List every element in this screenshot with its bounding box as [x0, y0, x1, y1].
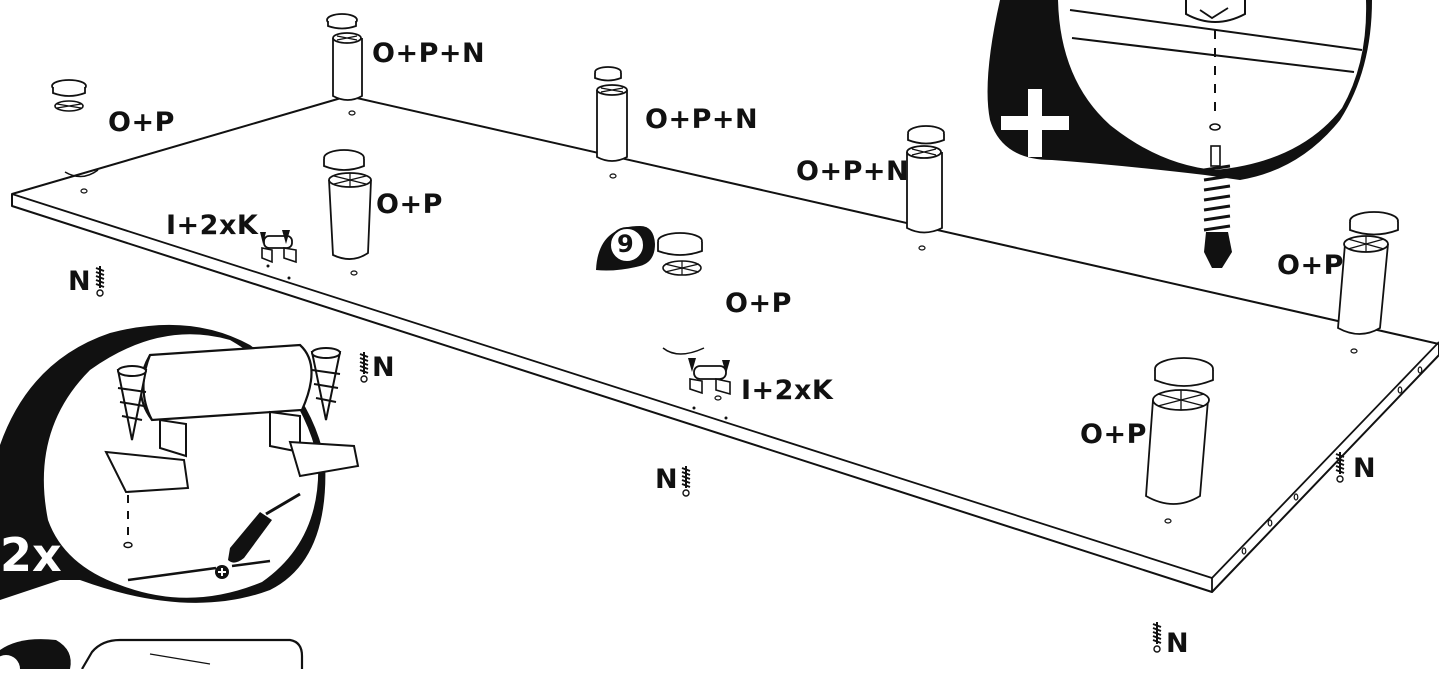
label-leg-back-left-near: O+P [108, 107, 175, 138]
bracket-center [688, 358, 731, 396]
label-leg-back-right: O+P+N [796, 156, 910, 187]
detail-callout-leg [987, 0, 1372, 268]
bracket-left [260, 230, 297, 264]
label-screw-bottom-right: N [1166, 628, 1190, 659]
step-badge [596, 226, 655, 271]
screw-bottom-right [1152, 621, 1162, 653]
screw-center [681, 465, 691, 497]
label-bracket-center: I+2xK [741, 375, 834, 406]
step-number: 9 [617, 230, 634, 258]
label-leg-center: O+P [725, 288, 792, 319]
label-leg-back-mid: O+P+N [645, 104, 759, 135]
leg-back-right [906, 125, 945, 234]
leg-cap-center [657, 232, 705, 355]
leg-cap-back-left-near [51, 79, 99, 178]
label-screw-right: N [1353, 453, 1377, 484]
screw-left [95, 265, 105, 297]
leg-right-back [1337, 211, 1399, 335]
callout-multiplier: 2x [0, 528, 62, 582]
detail-callout-bracket [0, 324, 360, 603]
label-leg-right-back: O+P [1277, 250, 1344, 281]
next-step-frame [0, 638, 304, 673]
label-screw-mid-left: N [372, 352, 396, 383]
label-leg-right-front: O+P [1080, 419, 1147, 450]
label-leg-front-left: O+P [376, 189, 443, 220]
label-bracket-left: I+2xK [166, 210, 259, 241]
leg-back-left [326, 13, 363, 101]
screw-mid-left [359, 351, 369, 383]
label-leg-back-left: O+P+N [372, 38, 486, 69]
label-screw-center: N [655, 464, 679, 495]
leg-front-left [323, 149, 372, 260]
label-screw-left: N [68, 266, 92, 297]
leg-right-front [1145, 357, 1214, 505]
leg-back-mid [594, 66, 628, 162]
